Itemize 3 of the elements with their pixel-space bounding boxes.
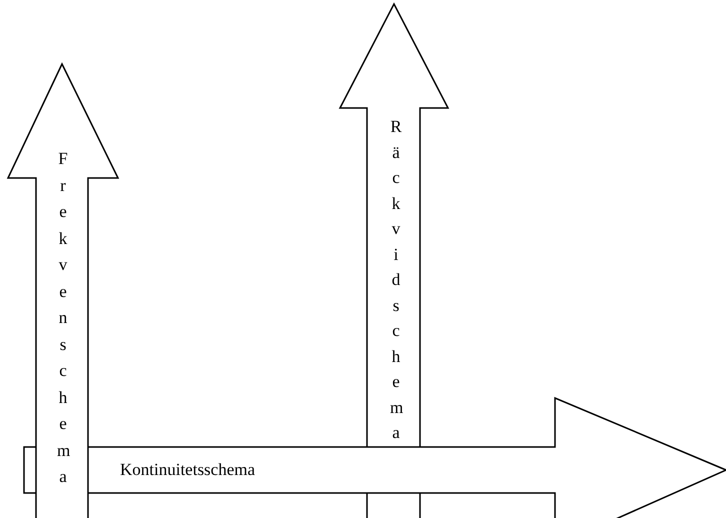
arrow-label: Frekvenschema — [57, 148, 69, 488]
arrow-label: Räckvidschema — [390, 116, 402, 444]
arrow-label: Kontinuitetsschema — [120, 459, 256, 481]
